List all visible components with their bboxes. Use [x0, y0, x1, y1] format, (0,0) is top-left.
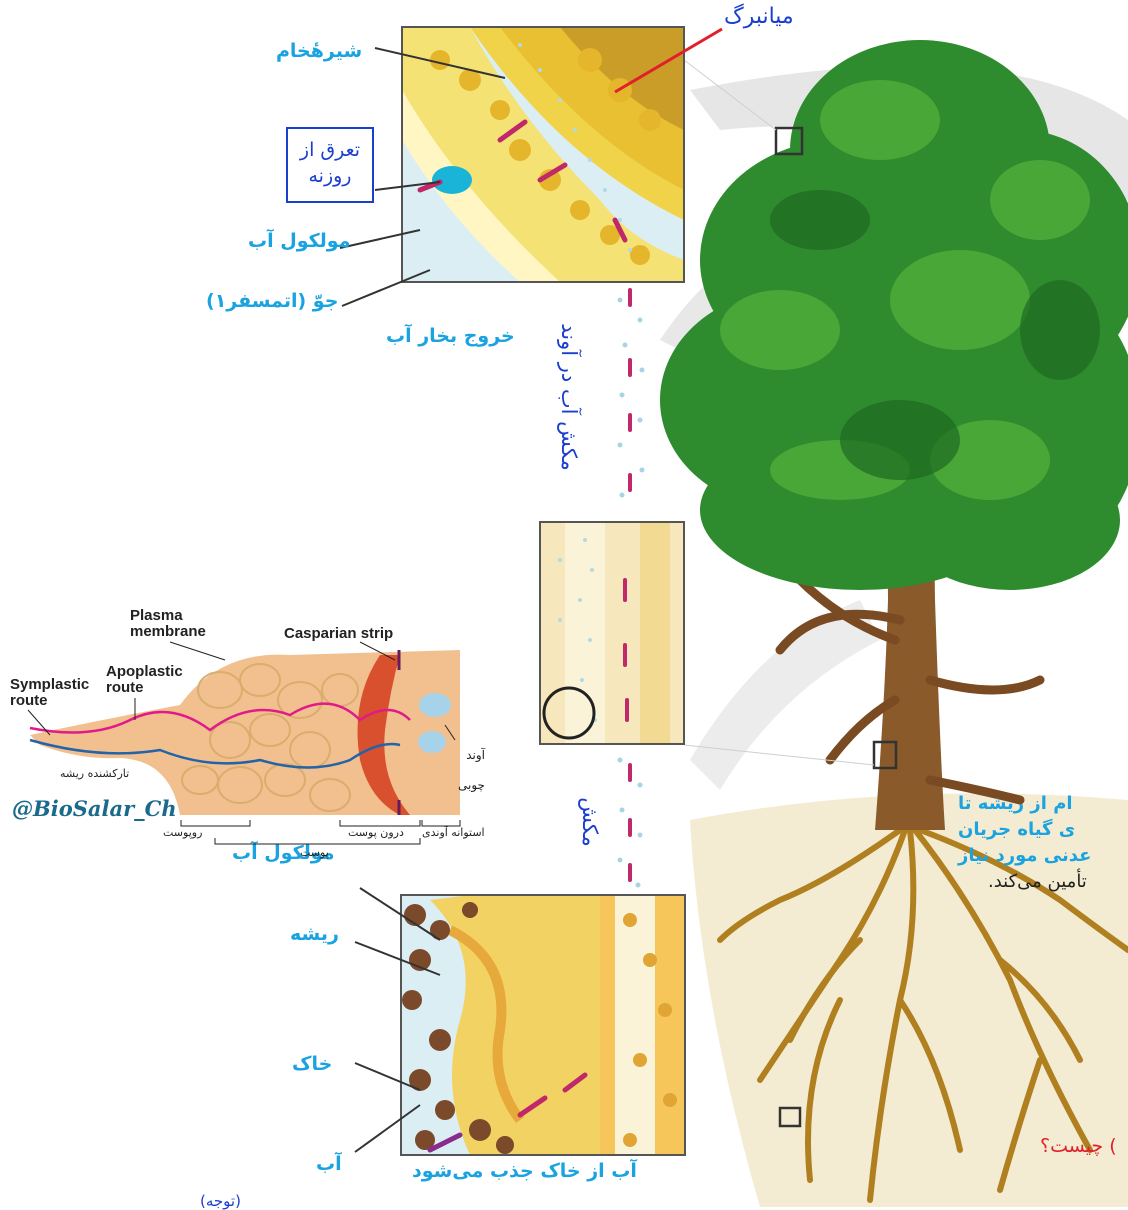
inset-xylem-vessel: آوند چوبی [458, 740, 485, 800]
label-mesophyll: میانبرگ [724, 4, 794, 29]
inset-vascular-cylinder: استوانه آوندی [422, 826, 485, 839]
inset-epidermis: روپوست [163, 826, 202, 839]
label-raw-sap: شیرهٔخام [276, 40, 362, 62]
xylem-panel [540, 522, 684, 744]
label-xylem-pull: مکش آب در آوند [557, 323, 581, 471]
inset-casparian-strip: Casparian strip [284, 626, 393, 642]
side-text-line3: عدنی مورد نیاز [958, 845, 1091, 866]
transpiration-box: تعرق از روزنه [286, 127, 374, 203]
side-text-question: ) چیست؟ [1040, 1135, 1117, 1157]
inset-watermark: @BioSalar_Ch [12, 796, 177, 821]
label-stomatal-transpiration: تعرق از روزنه [288, 129, 372, 189]
side-text-line4: تأمین می‌کند. [988, 871, 1087, 892]
inset-cortex: پوست [300, 846, 329, 859]
label-pull: مکش [578, 797, 602, 847]
leaf-panel [402, 27, 684, 282]
side-text-line1: ام از ریشه تا [958, 793, 1073, 814]
inset-apoplastic-route: Apoplastic route [106, 664, 183, 696]
label-water-vapor-exit: خروج بخار آب [386, 325, 515, 347]
label-water: آب [316, 1153, 342, 1175]
inset-symplastic-route: Symplastic route [10, 677, 89, 709]
inset-endodermis: درون پوست [348, 826, 404, 839]
inset-root-hair: تارکشنده ریشه [60, 767, 129, 780]
label-root: ریشه [290, 923, 339, 945]
label-soil: خاک [292, 1053, 332, 1075]
inset-plasma-membrane: Plasma membrane [130, 608, 206, 640]
root-panel [401, 895, 685, 1155]
label-cut-bottom: (توجه) [200, 1192, 241, 1210]
label-absorbed: آب از خاک جذب می‌شود [412, 1160, 637, 1182]
label-atmosphere: جوّ (اتمسفر۱) [206, 290, 338, 312]
side-text-line2: ی گیاه جریان [958, 819, 1075, 840]
label-water-molecule-top: مولکول آب [248, 230, 350, 252]
grey-swoosh-mid [690, 600, 880, 790]
